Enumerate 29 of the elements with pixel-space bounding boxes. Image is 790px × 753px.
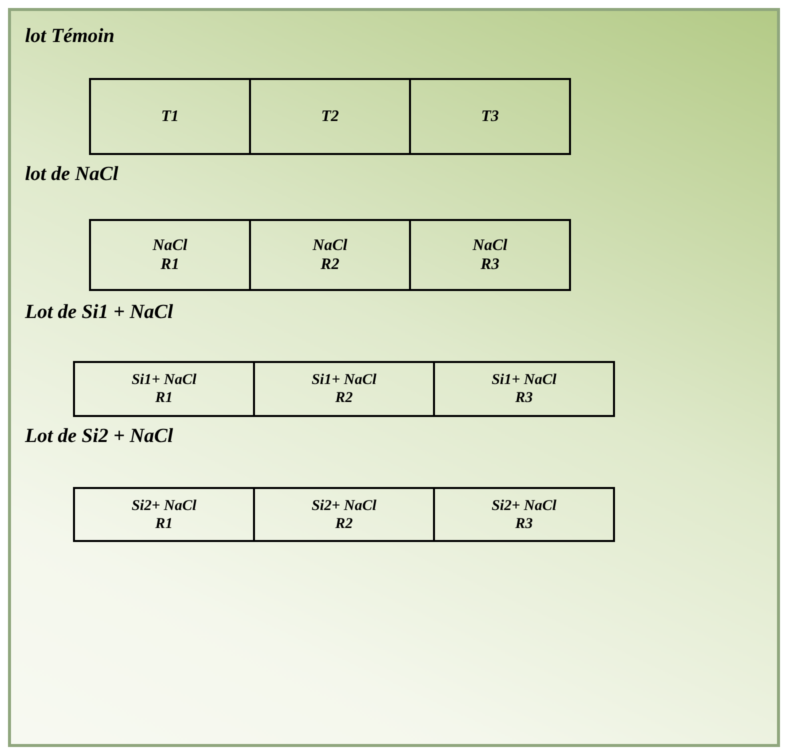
- cell-label: NaCl R3: [472, 236, 508, 274]
- sample-cell: [73, 361, 255, 417]
- group-heading: lot Témoin: [25, 25, 114, 48]
- cell-label: Si2+ NaCl R3: [490, 496, 558, 532]
- cell-label: Si1+ NaCl R1: [130, 371, 198, 407]
- group-heading: Lot de Si1 + NaCl: [25, 301, 174, 324]
- sample-cell: [249, 78, 411, 155]
- sample-cell: [433, 487, 615, 542]
- sample-cell: [73, 487, 255, 542]
- cell-label: T3: [480, 106, 500, 126]
- cell-label: Si1+ NaCl R2: [310, 371, 378, 407]
- sample-cell: [89, 219, 251, 291]
- sample-cell: [433, 361, 615, 417]
- panel-background: [8, 8, 780, 747]
- sample-cell: [409, 78, 571, 155]
- cell-label: NaCl R1: [152, 236, 188, 274]
- sample-cell: [253, 487, 435, 542]
- cell-label: NaCl R2: [312, 236, 348, 274]
- sample-cell: [409, 219, 571, 291]
- sample-cell: [249, 219, 411, 291]
- group-heading: Lot de Si2 + NaCl: [25, 425, 174, 448]
- sample-cell: [253, 361, 435, 417]
- cell-label: T2: [320, 106, 340, 126]
- cell-label: Si2+ NaCl R1: [130, 496, 198, 532]
- cell-label: Si1+ NaCl R3: [490, 371, 558, 407]
- cell-label: T1: [160, 106, 180, 126]
- cell-label: Si2+ NaCl R2: [310, 496, 378, 532]
- sample-cell: [89, 78, 251, 155]
- group-heading: lot de NaCl: [25, 163, 118, 186]
